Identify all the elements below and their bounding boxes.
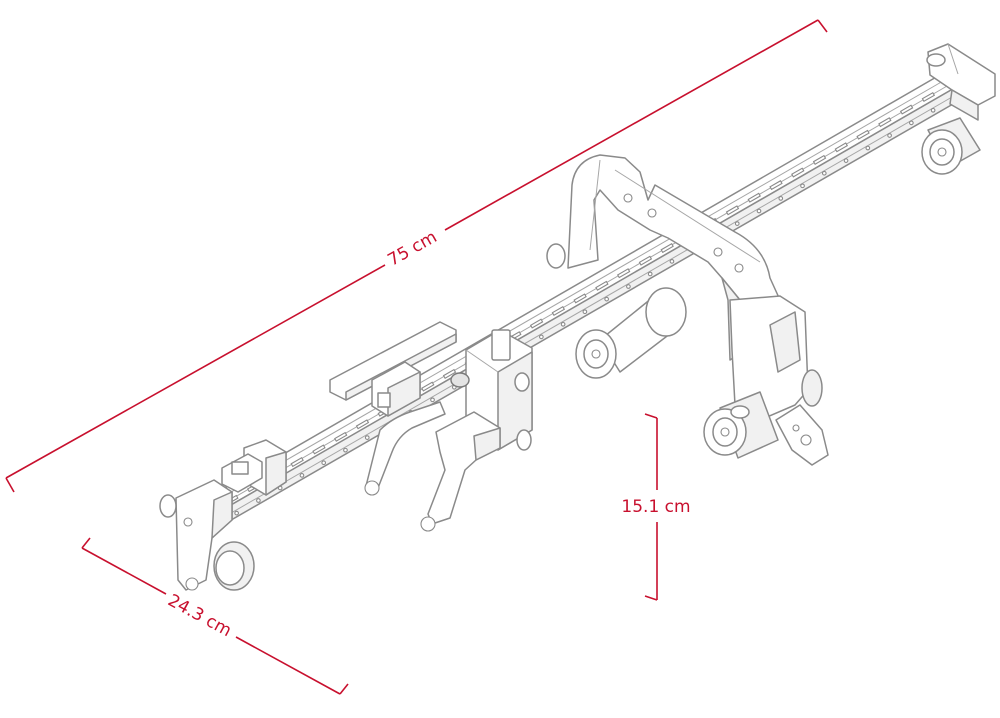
rail-slot <box>812 154 827 165</box>
rail-hole <box>539 334 544 340</box>
rail-hole <box>669 259 675 264</box>
rail-carriage-left <box>221 439 287 496</box>
rail-hole <box>909 120 914 126</box>
rail-slot <box>355 419 370 430</box>
right-rear-wheel <box>921 117 981 175</box>
rail-hole <box>582 309 588 315</box>
rail-slot <box>573 293 587 304</box>
rail-hole <box>364 435 370 440</box>
rail-hole <box>647 271 653 277</box>
rail-hole <box>756 208 762 214</box>
rail-slot <box>899 104 914 115</box>
rail-slot <box>638 255 653 266</box>
rail-slot <box>290 457 304 468</box>
rail-slot <box>529 318 544 329</box>
dimension-height: 15.1 cm <box>621 413 691 601</box>
rail-hole <box>560 321 566 327</box>
rail-hole <box>626 284 631 289</box>
left-end-clamp <box>159 479 233 591</box>
rail-hole <box>843 158 849 163</box>
center-wheel-assembly <box>575 287 687 379</box>
rail-slot <box>442 368 457 379</box>
rail-hole <box>865 145 871 151</box>
length-label: 75 cm <box>385 227 441 270</box>
rail-slot <box>878 117 892 128</box>
rail-hole <box>778 196 784 201</box>
width-label: 24.3 cm <box>164 591 234 642</box>
rail-hole <box>343 447 348 453</box>
rail-slot <box>791 167 805 178</box>
right-support-leg <box>420 411 501 532</box>
rail-hole <box>734 221 740 226</box>
height-label: 15.1 cm <box>621 497 690 517</box>
right-hinge-bracket <box>775 404 829 466</box>
rail-slot <box>834 142 849 153</box>
rail-hole <box>604 296 609 302</box>
rail-hole <box>234 510 239 516</box>
rail-hole <box>256 498 261 503</box>
rail-slot <box>660 243 674 254</box>
rail-slot <box>856 129 870 140</box>
right-front-wheel <box>703 369 823 459</box>
rail-hole <box>299 473 305 478</box>
rail-slot <box>921 91 936 103</box>
rail-hole <box>821 170 827 176</box>
rail-hole <box>800 183 805 189</box>
rail-slot <box>616 268 631 279</box>
right-end-clamp <box>926 43 996 121</box>
rail-slot <box>421 381 435 392</box>
rail-hole <box>930 107 936 113</box>
rail-slot <box>312 444 326 455</box>
left-support-leg <box>364 401 446 496</box>
rail-slot <box>595 280 609 291</box>
rail-slot <box>551 305 566 317</box>
rail-hole <box>887 133 892 138</box>
rail-hole <box>321 460 327 466</box>
plate-clamp <box>371 361 421 417</box>
rail-slot <box>747 192 761 203</box>
left-front-wheel <box>213 541 255 591</box>
slider-rail <box>177 71 961 543</box>
rail-slot <box>334 431 348 442</box>
rail-slot <box>725 205 740 216</box>
arch-knob-left <box>546 243 566 269</box>
rail-slot <box>769 180 783 191</box>
rail-hole <box>430 397 435 403</box>
cage-arch <box>567 154 809 421</box>
